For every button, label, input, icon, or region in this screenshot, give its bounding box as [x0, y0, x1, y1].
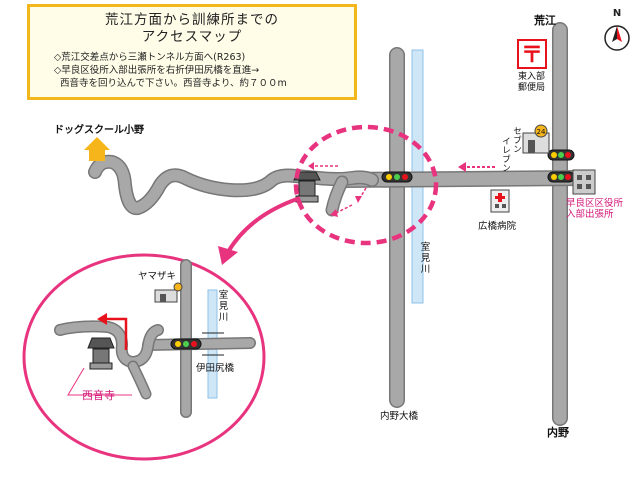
direction-line-2: ◇早良区役所入部出張所を右折伊田尻橋を直進→ [54, 65, 260, 76]
highlight-circle [293, 124, 439, 246]
ward-office-icon [572, 169, 596, 195]
label-bridge-inset: 伊田尻橋 [196, 363, 235, 374]
label-bridge-main: 内野大橋 [380, 411, 419, 422]
route-badge: 24 [537, 128, 546, 136]
house-icon [84, 137, 110, 161]
label-river-main: 室見川 [420, 242, 431, 275]
route-arrow-small-3 [355, 187, 367, 203]
label-yamazaki: ヤマザキ [138, 271, 177, 282]
post-office-icon: 〒 [517, 39, 547, 69]
inset-traffic-light [170, 338, 202, 350]
route-arrow-small-2 [330, 204, 353, 217]
yamazaki-store-icon [154, 282, 183, 303]
traffic-light-west [381, 171, 413, 183]
direction-line-1: ◇荒江交差点から三瀬トンネル方面へ(R263) [54, 52, 246, 63]
temple-callout-line [67, 367, 132, 396]
label-seven-eleven-1: セブン [513, 127, 522, 155]
label-hospital: 広橋病院 [478, 221, 517, 232]
seven-eleven-icon: 24 [522, 124, 550, 154]
route-arrow-main [458, 162, 495, 172]
label-uchino: 内野 [547, 426, 569, 439]
direction-line-3: 西音寺を回り込んで下さい。西音寺より、約７００m [60, 78, 287, 89]
traffic-light-north [547, 149, 575, 161]
north-arrow-icon: N [604, 8, 630, 51]
inset-turn-arrow [97, 313, 128, 350]
label-post-office: 東入部 郵便局 [518, 72, 546, 93]
road-winding-west [88, 154, 379, 217]
inset-road-winding [54, 320, 164, 400]
svg-text:〒: 〒 [521, 43, 543, 68]
info-box: 荒江方面から訓練所までの アクセスマップ ◇荒江交差点から三瀬トンネル方面へ(R… [27, 4, 357, 100]
label-ward-office: 早良区区役所 入部出張所 [566, 198, 624, 220]
temple-icon-main [293, 171, 321, 203]
info-title: 荒江方面から訓練所までの アクセスマップ [105, 12, 279, 45]
label-arae: 荒江 [534, 14, 556, 27]
traffic-light-arae-south [547, 171, 575, 183]
route-arrow-small-1 [308, 162, 338, 170]
info-directions: ◇荒江交差点から三瀬トンネル方面へ(R263) ◇早良区役所入部出張所を右折伊田… [54, 51, 354, 90]
label-temple: 西音寺 [82, 389, 115, 402]
svg-text:N: N [613, 8, 621, 19]
inset-temple-icon [87, 337, 115, 370]
inset-circle [22, 253, 266, 461]
inset-pointer-arrow [218, 196, 301, 265]
road-main-horizontal [337, 170, 588, 188]
hospital-icon [490, 189, 510, 213]
label-seven-eleven-2: イレブン [502, 137, 511, 174]
label-river-inset: 室見川 [218, 290, 229, 323]
label-dog-school: ドッグスクール小野 [54, 125, 144, 136]
